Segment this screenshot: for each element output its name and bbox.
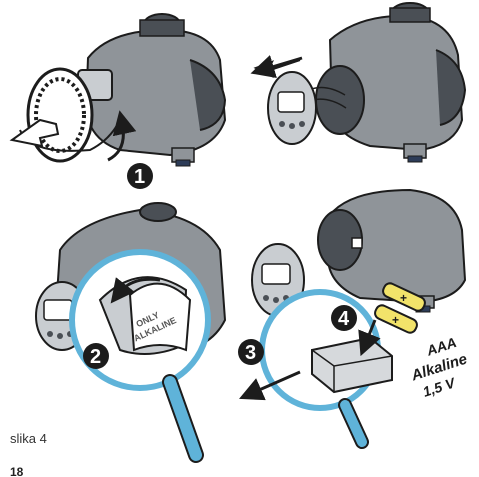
curved-arrow-icon: [107, 110, 137, 162]
step-1-label: 1: [134, 166, 145, 188]
arrow-left-icon: [250, 55, 303, 79]
curved-arrow-icon: [110, 277, 161, 304]
step-4-badge: [331, 305, 357, 331]
figure-caption: slika 4: [10, 431, 47, 446]
magnifier-handle: [164, 376, 202, 461]
panel-pull-module: [250, 2, 467, 163]
valve-body-2: [328, 14, 464, 152]
panel-magnifier-label: ONLY ALKALINE 2: [35, 202, 227, 463]
panel-battery-replace: + + AAA Alkaline 1,5 V 3 4: [238, 188, 469, 449]
step-3-label: 3: [245, 342, 256, 364]
arrow-left-icon: [9, 118, 60, 148]
step-2-badge: [83, 343, 109, 369]
battery-icon: + +: [374, 282, 426, 334]
step-3-badge: [238, 339, 264, 365]
panel-remove-ring: 1: [9, 13, 227, 189]
step-2-label: 2: [90, 346, 101, 368]
svg-text:+: +: [392, 313, 399, 327]
arrow-left-icon: [239, 370, 301, 401]
step-1-badge: [127, 163, 153, 189]
page-number: 18: [10, 465, 24, 477]
step-4-label: 4: [338, 308, 350, 330]
svg-text:+: +: [400, 291, 407, 305]
